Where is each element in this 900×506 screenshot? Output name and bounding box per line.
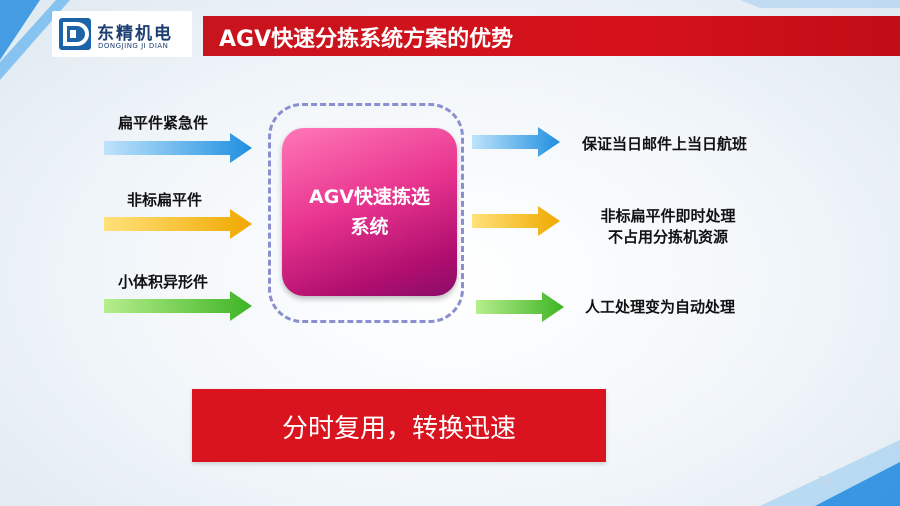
- bottom-banner-text: 分时复用，转换迅速: [281, 414, 516, 444]
- output-arrow-yellow-icon: [472, 206, 560, 236]
- title-bar: AGV快速分拣系统方案的优势: [203, 16, 900, 56]
- input-arrow-blue-icon: [104, 133, 252, 163]
- logo-name-en: DONGJING JI DIAN: [98, 42, 169, 50]
- logo-name-cn: 东精机电: [97, 24, 173, 44]
- page-number: 20: [818, 474, 832, 487]
- output-arrow-green-icon: [476, 292, 564, 322]
- slide-title: AGV快速分拣系统方案的优势: [219, 27, 514, 52]
- output-arrow-blue-icon: [472, 127, 560, 157]
- input-label-nonstandard-flat: 非标扁平件: [127, 191, 203, 209]
- center-dashed-frame: [268, 103, 464, 323]
- output-line-instant: 非标扁平件即时处理: [600, 207, 736, 225]
- logo-mark-icon: [59, 18, 91, 50]
- center-system-text: AGV快速拣选 系统: [282, 182, 457, 242]
- company-logo: 东精机电 DONGJING JI DIAN: [52, 11, 192, 57]
- output-label-automation: 人工处理变为自动处理: [585, 298, 736, 316]
- center-line-2: 系统: [350, 216, 389, 238]
- center-line-1: AGV快速拣选: [308, 186, 430, 208]
- bottom-banner: 分时复用，转换迅速: [192, 389, 606, 462]
- input-arrow-green-icon: [104, 291, 252, 321]
- center-system-box: AGV快速拣选 系统: [282, 128, 457, 296]
- output-label-same-day-flight: 保证当日邮件上当日航班: [582, 135, 748, 153]
- output-label-instant-processing: 非标扁平件即时处理 不占用分拣机资源: [586, 205, 750, 247]
- input-label-small-irregular: 小体积异形件: [118, 273, 209, 291]
- input-label-flat-urgent: 扁平件紧急件: [118, 114, 209, 132]
- input-arrow-yellow-icon: [104, 209, 252, 239]
- output-line-no-sorter: 不占用分拣机资源: [607, 228, 728, 246]
